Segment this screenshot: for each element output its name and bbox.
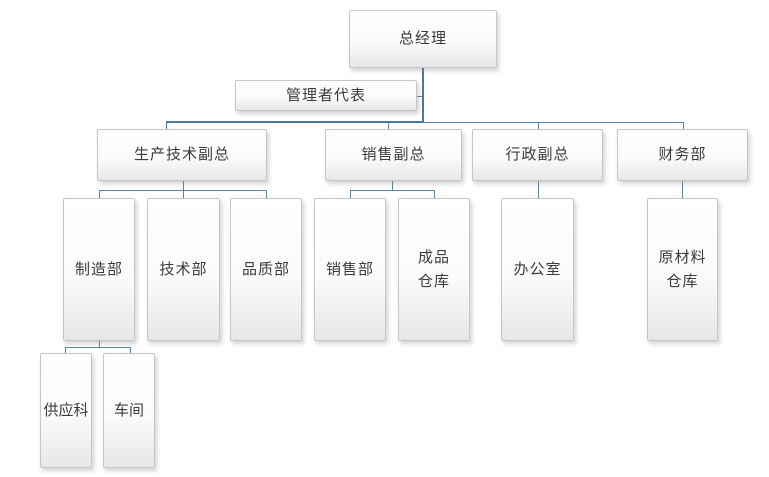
connector-drop-technology: [183, 190, 184, 199]
node-finance-dept-label: 财务部: [658, 146, 707, 163]
node-finance-dept[interactable]: 财务部: [617, 129, 748, 181]
connector-sales-vertical: [392, 181, 393, 190]
connector-drop-admin-vp: [538, 123, 539, 130]
node-raw-material-warehouse[interactable]: 原材料 仓库: [647, 198, 718, 341]
node-management-representative[interactable]: 管理者代表: [235, 80, 417, 111]
node-sales-vp[interactable]: 销售副总: [325, 129, 462, 181]
connector-drop-workshop: [130, 347, 131, 354]
node-office[interactable]: 办公室: [501, 198, 574, 341]
connector-manufacturing-bus: [65, 347, 131, 348]
connector-finance-to-warehouse: [682, 181, 683, 198]
connector-drop-production: [166, 121, 167, 130]
node-quality-dept[interactable]: 品质部: [230, 198, 302, 341]
node-workshop-label: 车间: [113, 401, 144, 419]
connector-assistant: [416, 96, 422, 97]
node-admin-vp-label: 行政副总: [505, 146, 570, 163]
connector-drop-manufacturing: [99, 190, 100, 199]
node-finished-goods-warehouse-label: 成品 仓库: [417, 248, 450, 290]
connector-gm-vertical: [422, 68, 424, 123]
node-raw-material-warehouse-label: 原材料 仓库: [658, 248, 707, 290]
node-production-tech-vp[interactable]: 生产技术副总: [97, 129, 267, 181]
connector-production-vertical: [183, 181, 184, 190]
connector-sales-bus: [350, 190, 435, 191]
node-manufacturing-dept[interactable]: 制造部: [63, 198, 135, 341]
connector-drop-finance: [683, 122, 684, 130]
node-admin-vp[interactable]: 行政副总: [472, 129, 603, 181]
node-sales-dept[interactable]: 销售部: [314, 198, 386, 341]
node-office-label: 办公室: [513, 260, 562, 278]
node-general-manager[interactable]: 总经理: [349, 10, 497, 68]
connector-drop-sales-dept: [350, 190, 351, 199]
node-technology-dept[interactable]: 技术部: [147, 198, 220, 341]
node-production-tech-vp-label: 生产技术副总: [133, 146, 230, 163]
node-manufacturing-dept-label: 制造部: [74, 260, 123, 278]
node-quality-dept-label: 品质部: [241, 260, 290, 278]
node-supply-section-label: 供应科: [43, 401, 89, 419]
connector-drop-sales-vp: [388, 123, 389, 130]
node-supply-section[interactable]: 供应科: [40, 353, 92, 468]
connector-drop-quality: [266, 190, 267, 199]
connector-level1-bus-right: [424, 122, 684, 123]
connector-admin-to-office: [538, 181, 539, 198]
connector-level1-bus-left: [166, 121, 424, 123]
node-sales-dept-label: 销售部: [325, 260, 374, 278]
node-finished-goods-warehouse[interactable]: 成品 仓库: [398, 198, 470, 341]
connector-drop-supply: [65, 347, 66, 354]
node-sales-vp-label: 销售副总: [361, 146, 426, 163]
node-technology-dept-label: 技术部: [159, 260, 208, 278]
node-general-manager-label: 总经理: [398, 30, 447, 47]
node-management-representative-label: 管理者代表: [285, 86, 366, 104]
node-workshop[interactable]: 车间: [103, 353, 155, 468]
connector-drop-fg-warehouse: [434, 190, 435, 199]
connector-manufacturing-vertical: [99, 341, 100, 348]
